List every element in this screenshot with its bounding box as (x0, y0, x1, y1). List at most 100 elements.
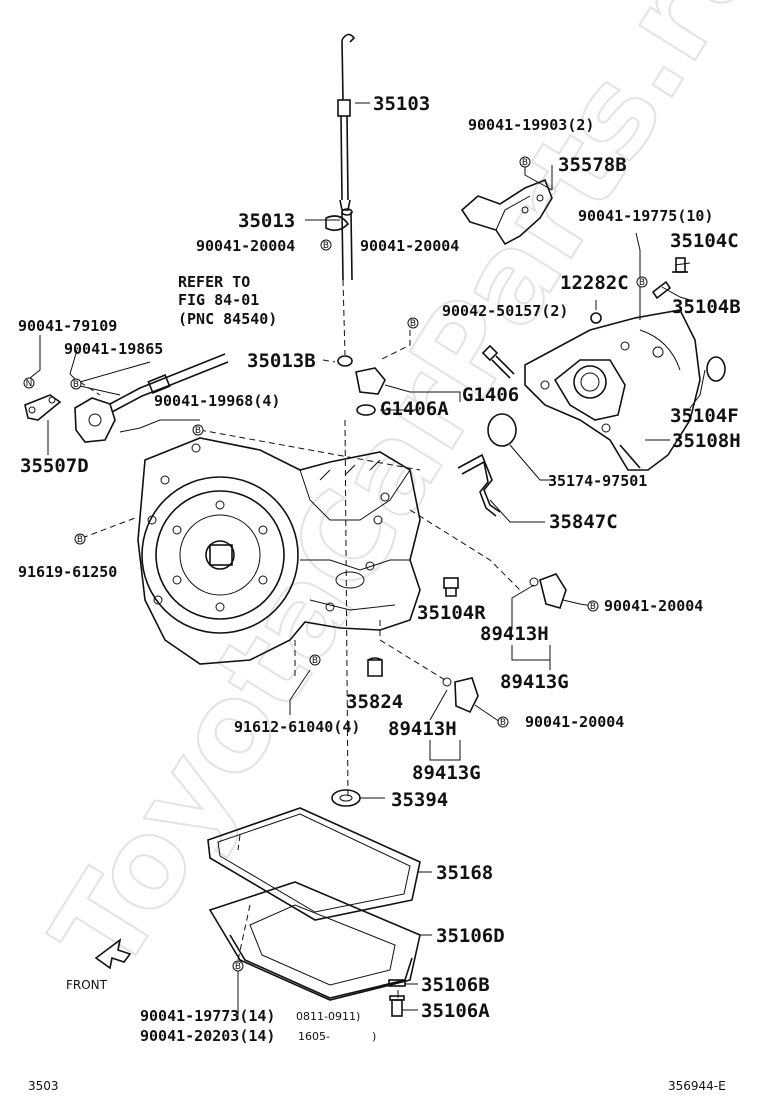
label-90041-20004-c: 90041-20004 (604, 597, 703, 615)
part-labels: 35103 90041-19903(2) 35578B 35013 90041-… (18, 93, 741, 1093)
label-35578B: 35578B (558, 154, 627, 176)
label-35103: 35103 (373, 93, 430, 115)
label-35106D: 35106D (436, 925, 505, 947)
bolt-symbol-icon: B (587, 600, 599, 612)
label-90041-79109: 90041-79109 (18, 317, 117, 335)
label-90041-20203: 90041-20203(14) (140, 1027, 275, 1045)
label-date-range-2-close: ) (372, 1030, 376, 1043)
svg-text:B: B (235, 962, 241, 972)
label-91619-61250: 91619-61250 (18, 563, 117, 581)
label-35104R: 35104R (417, 602, 486, 624)
refer-line3: (PNC 84540) (178, 310, 277, 328)
lever-35507D-drawing (24, 394, 62, 421)
bolt-90042-drawing (481, 344, 515, 379)
sensor-89413-lower-drawing (442, 677, 479, 714)
bracket-35578B-drawing (460, 178, 553, 246)
label-35013B: 35013B (247, 350, 316, 372)
label-35104F: 35104F (670, 405, 739, 427)
label-35847C: 35847C (549, 511, 618, 533)
gasket-35106B-drawing (388, 979, 406, 987)
label-89413G-a: 89413G (500, 671, 569, 693)
gasket-35174-drawing (487, 413, 517, 447)
seal-35104F-drawing (706, 356, 726, 382)
svg-text:B: B (323, 241, 329, 251)
svg-text:B: B (410, 319, 416, 329)
label-90041-19775: 90041-19775(10) (578, 207, 713, 225)
svg-text:B: B (73, 380, 79, 390)
sensor-35104C-drawing (672, 257, 688, 273)
label-89413H-b: 89413H (388, 718, 457, 740)
label-35168: 35168 (436, 862, 493, 884)
refer-line2: FIG 84-01 (178, 291, 259, 309)
bolt-symbol-icon: B (407, 317, 419, 329)
svg-text:B: B (590, 602, 596, 612)
svg-text:B: B (195, 426, 201, 436)
label-35824: 35824 (346, 691, 403, 713)
label-35108H: 35108H (672, 430, 741, 452)
gasket-35168-drawing (207, 807, 421, 921)
collar-35824-drawing (367, 657, 383, 677)
extension-housing-drawing (524, 309, 701, 471)
label-date-range-1: 0811-0911) (296, 1010, 360, 1023)
svg-text:N: N (26, 379, 33, 389)
front-label: FRONT (66, 978, 108, 992)
label-date-range-2: 1605- (298, 1030, 330, 1043)
seal-35394-drawing (331, 789, 361, 807)
bolt-symbol-icon: B (497, 716, 509, 728)
label-G1406: G1406 (462, 384, 519, 406)
label-35507D: 35507D (20, 455, 89, 477)
label-90041-20004-b: 90041-20004 (360, 237, 459, 255)
bolt-symbol-icon: B (519, 156, 531, 168)
label-90041-19865: 90041-19865 (64, 340, 163, 358)
front-arrow-icon (94, 938, 132, 970)
label-91612-61040: 91612-61040(4) (234, 718, 360, 736)
nut-symbol-icon: N (23, 377, 35, 389)
label-35104C: 35104C (670, 230, 739, 252)
label-35013: 35013 (238, 210, 295, 232)
label-90041-19903: 90041-19903(2) (468, 116, 594, 134)
bolt-symbol-icon: B (232, 960, 244, 972)
bolt-symbol-icon: B (70, 378, 82, 390)
bolt-symbol-icon: B (320, 239, 332, 251)
bolt-symbol-icon: B (309, 654, 321, 666)
label-35106A: 35106A (421, 1000, 490, 1022)
watermark: ToyotaCarParts.ru (27, 0, 760, 995)
leader-lines (29, 102, 706, 1020)
svg-text:B: B (500, 718, 506, 728)
label-90041-19773: 90041-19773(14) (140, 1007, 275, 1025)
drain-plug-35106A-drawing (389, 995, 405, 1017)
svg-text:B: B (639, 278, 645, 288)
plug-35104B-drawing (651, 280, 672, 300)
plug-35104R-drawing (443, 577, 459, 597)
label-90041-20004-a: 90041-20004 (196, 237, 295, 255)
refer-line1: REFER TO (178, 273, 250, 291)
svg-text:B: B (312, 656, 318, 666)
bolt-symbol-icon: B (636, 276, 648, 288)
svg-text:B: B (77, 535, 83, 545)
sensor-89413-upper-drawing (529, 573, 567, 609)
label-12282C: 12282C (560, 272, 629, 294)
label-89413G-b: 89413G (412, 762, 481, 784)
svg-text:B: B (522, 158, 528, 168)
plug-35013B-drawing (337, 355, 353, 367)
label-35174-97501: 35174-97501 (548, 472, 647, 490)
plug-12282C-drawing (590, 312, 602, 324)
label-90042-50157: 90042-50157(2) (442, 302, 568, 320)
tube-35847C-drawing (457, 453, 501, 517)
bolt-symbols: B B B B B N B B B B B B (23, 156, 648, 972)
dipstick-drawing (337, 33, 356, 211)
transmission-case-drawing (137, 437, 421, 665)
figure-code: 356944-E (668, 1079, 726, 1093)
label-90041-20004-d: 90041-20004 (525, 713, 624, 731)
oring-G1406A-drawing (356, 404, 376, 416)
oil-pan-35106D-drawing (208, 881, 421, 1001)
bolt-symbol-icon: B (192, 424, 204, 436)
page-number: 3503 (28, 1079, 59, 1093)
label-35106B: 35106B (421, 974, 490, 996)
neutral-start-switch-drawing (74, 353, 229, 443)
sensor-G1406-drawing (355, 367, 386, 395)
label-89413H-a: 89413H (480, 623, 549, 645)
bolt-symbol-icon: B (74, 533, 86, 545)
label-90041-19968: 90041-19968(4) (154, 392, 280, 410)
